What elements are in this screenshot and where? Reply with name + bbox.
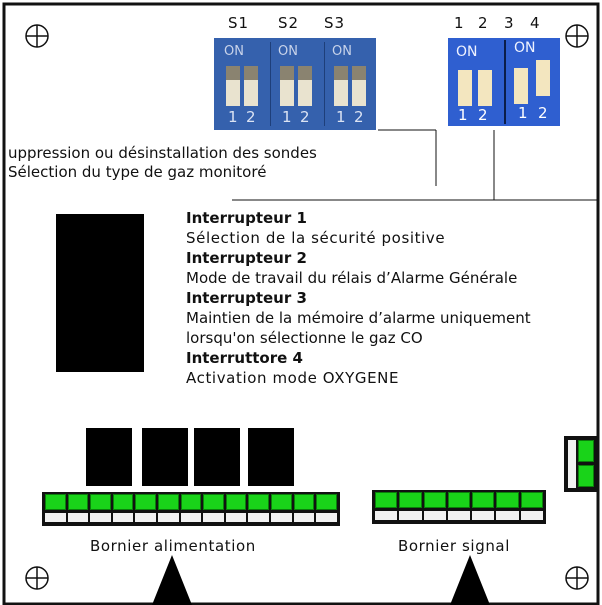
relay-4 [248, 428, 294, 486]
callout-gas-type: Sélection du type de gaz monitoré [8, 163, 267, 181]
s3-lever-2[interactable] [352, 80, 366, 106]
mounting-hole-bottom-left [25, 566, 49, 590]
relay-1 [86, 428, 132, 486]
label-dip-1: 1 [454, 14, 465, 32]
legend-desc-3b: lorsqu'on sélectionne le gaz CO [186, 329, 423, 347]
s2-lever-1[interactable] [280, 80, 294, 106]
s3-pos-2: 2 [354, 108, 364, 126]
dip-lever-3[interactable] [514, 68, 528, 104]
terminal-signal-pin[interactable] [496, 492, 519, 522]
dip-lever-1[interactable] [458, 70, 472, 106]
s3-on-label: ON [332, 44, 352, 59]
dip-34-pos-1: 1 [518, 104, 528, 122]
terminal-power-pin[interactable] [45, 494, 66, 524]
s1-pos-2: 2 [246, 108, 256, 126]
terminal-power-pin[interactable] [203, 494, 224, 524]
label-signal-terminal: Bornier signal [398, 537, 510, 555]
terminal-power-pin[interactable] [316, 494, 337, 524]
terminal-power-pin[interactable] [158, 494, 179, 524]
terminal-signal-pin[interactable] [447, 492, 471, 522]
terminal-signal-pin[interactable] [375, 492, 398, 522]
label-dip-2: 2 [478, 14, 489, 32]
black-component [56, 214, 144, 372]
s3-lever-1[interactable] [334, 80, 348, 106]
s2-lever-2[interactable] [298, 80, 312, 106]
s3-pos-1: 1 [336, 108, 346, 126]
mounting-hole-top-left [25, 24, 49, 48]
terminal-power-pin[interactable] [135, 494, 157, 524]
terminal-signal-pin[interactable] [520, 492, 543, 522]
s2-on-label: ON [278, 44, 298, 59]
s1-lever-2[interactable] [244, 80, 258, 106]
terminal-power-pin[interactable] [180, 494, 202, 524]
switch-legend: Interrupteur 1 Sélection de la sécurité … [186, 208, 531, 388]
label-s3: S3 [324, 14, 346, 32]
legend-title-3: Interrupteur 3 [186, 289, 307, 307]
s2-pos-1: 1 [282, 108, 292, 126]
terminal-power-pin[interactable] [90, 494, 111, 524]
label-s1: S1 [228, 14, 250, 32]
callout-probe-removal: uppression ou désinstallation des sondes [8, 144, 317, 162]
mounting-hole-bottom-right [565, 566, 589, 590]
dip-switch-1-4-block: ON ON 1 2 1 2 [448, 38, 560, 126]
legend-title-4: Interruttore 4 [186, 349, 303, 367]
terminal-power-pin[interactable] [271, 494, 292, 524]
dip-switch-s-block: ON ON ON 1 2 1 2 1 2 [214, 38, 376, 130]
terminal-power-pin[interactable] [112, 494, 134, 524]
dip-12-on-label: ON [456, 44, 478, 60]
dip-lever-4[interactable] [536, 60, 550, 96]
relay-2 [142, 428, 188, 486]
arrow-signal [450, 555, 490, 605]
terminal-power-pin[interactable] [67, 494, 89, 524]
terminal-power [42, 492, 340, 526]
s1-pos-1: 1 [228, 108, 238, 126]
dip-12-pos-2: 2 [478, 106, 488, 124]
dip-12-pos-1: 1 [458, 106, 468, 124]
s1-on-label: ON [224, 44, 244, 59]
terminal-signal-pin[interactable] [399, 492, 422, 522]
label-dip-3: 3 [504, 14, 515, 32]
terminal-signal-pin[interactable] [423, 492, 446, 522]
legend-desc-3a: Maintien de la mémoire d’alarme uniqueme… [186, 309, 531, 327]
label-power-terminal: Bornier alimentation [90, 537, 256, 555]
legend-title-2: Interrupteur 2 [186, 249, 307, 267]
legend-desc-2: Mode de travail du rélais d’Alarme Génér… [186, 269, 518, 287]
dip-lever-2[interactable] [478, 70, 492, 106]
s1-lever-1[interactable] [226, 80, 240, 106]
s2-pos-2: 2 [300, 108, 310, 126]
mounting-hole-top-right [565, 24, 589, 48]
terminal-signal-pin[interactable] [472, 492, 495, 522]
dip-34-on-label: ON [514, 40, 536, 56]
right-connector [564, 436, 598, 492]
label-s2: S2 [278, 14, 300, 32]
dip-34-pos-2: 2 [538, 104, 548, 122]
arrow-power [152, 555, 192, 605]
terminal-power-pin[interactable] [248, 494, 270, 524]
legend-title-1: Interrupteur 1 [186, 209, 307, 227]
label-dip-4: 4 [530, 14, 541, 32]
legend-desc-1: Sélection de la sécurité positive [186, 229, 446, 247]
terminal-power-pin[interactable] [225, 494, 247, 524]
terminal-signal [372, 490, 546, 524]
relay-3 [194, 428, 240, 486]
legend-desc-4: Activation mode OXYGENE [186, 369, 400, 387]
terminal-power-pin[interactable] [293, 494, 315, 524]
